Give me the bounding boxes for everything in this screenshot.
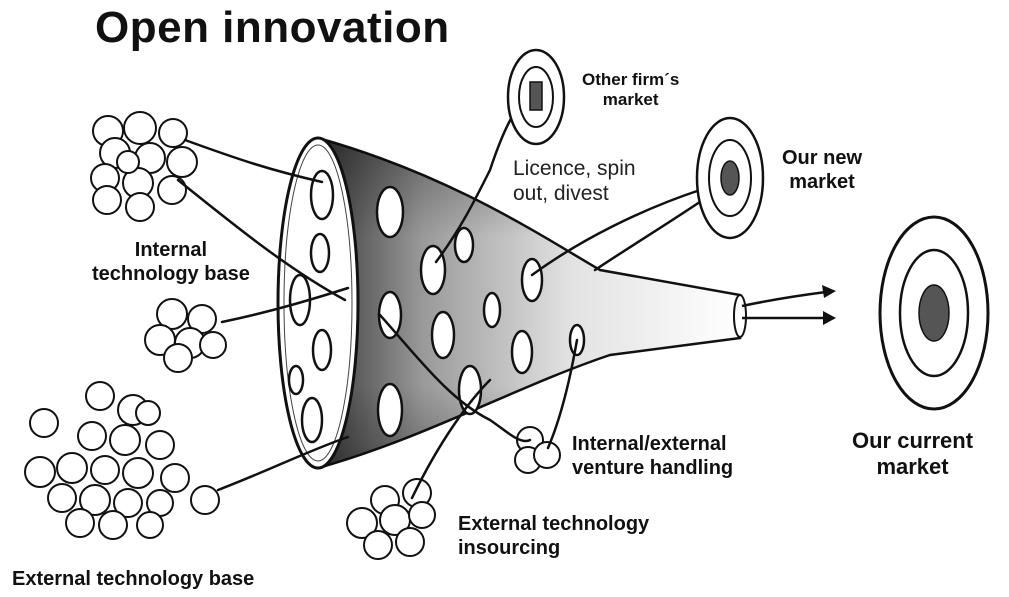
insourcing-label: External technology insourcing xyxy=(458,512,649,560)
external-technology-base-label: External technology base xyxy=(12,568,255,590)
label-line: market xyxy=(876,454,949,480)
external-technology-cluster xyxy=(24,381,220,540)
label-line: Internal/external xyxy=(572,433,727,455)
current-market-target xyxy=(878,215,990,411)
arrow-head-top xyxy=(822,285,836,298)
funnel-outlet xyxy=(733,294,747,338)
new-market-label: Our new market xyxy=(782,146,862,194)
arrow-head-bottom xyxy=(823,311,836,325)
internal-technology-cluster-top xyxy=(90,111,198,222)
label-line: Our current xyxy=(852,428,974,453)
venture-handling-label: Internal/external venture handling xyxy=(572,432,733,480)
funnel xyxy=(276,136,747,470)
new-market-target xyxy=(695,116,765,240)
output-arrows xyxy=(741,290,827,320)
label-line: market xyxy=(602,90,659,110)
label-line: out, divest xyxy=(513,182,609,206)
insourcing-cluster xyxy=(346,478,436,560)
internal-technology-base-label: Internal technology base xyxy=(92,238,250,286)
current-market-label: Our current market xyxy=(852,428,973,481)
label-line: Our new xyxy=(782,147,863,169)
internal-technology-cluster-mid xyxy=(144,298,227,373)
licence-label: Licence, spin out, divest xyxy=(513,156,636,206)
label-line: insourcing xyxy=(458,537,561,559)
label-line: Internal xyxy=(134,239,208,261)
label-line: venture handling xyxy=(572,457,734,479)
label-line: Licence, spin xyxy=(513,157,636,180)
label-line: market xyxy=(789,171,855,193)
other-firm-market-label: Other firm´s market xyxy=(582,70,679,111)
label-line: Other firm´s xyxy=(582,70,680,89)
label-line: technology base xyxy=(92,263,250,285)
label-line: External technology xyxy=(458,513,650,535)
page-title: Open innovation xyxy=(95,3,450,52)
other-firm-market-target xyxy=(506,48,566,146)
